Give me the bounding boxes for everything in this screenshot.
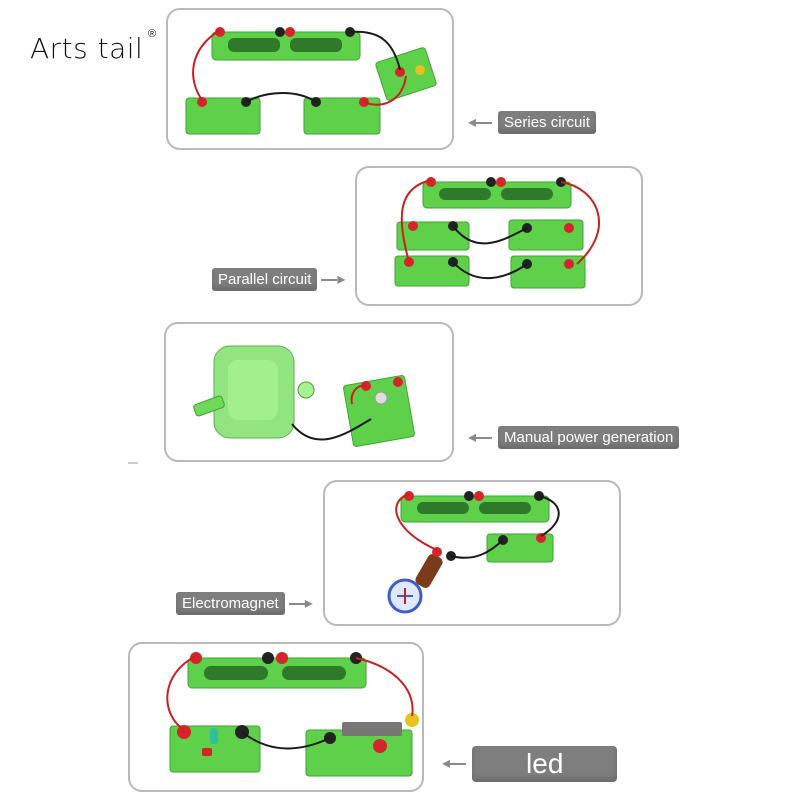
electromagnet-label: Electromagnet	[176, 592, 285, 615]
led-illustration	[166, 652, 419, 777]
parallel-circuit-callout: Parallel circuit ▸	[212, 268, 345, 291]
electromagnet-callout: Electromagnet ▸	[176, 592, 313, 615]
series-circuit-label: Series circuit	[498, 111, 596, 134]
arrow-right-icon: ▸	[337, 270, 346, 288]
arrow-left-icon: ◂	[468, 113, 477, 131]
arrow-right-icon: ▸	[304, 594, 313, 612]
manual-power-label: Manual power generation	[498, 426, 680, 449]
brand-logo: Arts tail ®	[30, 28, 170, 72]
series-circuit-illustration	[185, 27, 437, 135]
series-circuit-callout: ◂ Series circuit	[468, 111, 596, 134]
led-label: led	[472, 746, 618, 782]
series-circuit-panel	[166, 8, 454, 150]
parallel-circuit-panel	[355, 166, 643, 306]
electromagnet-illustration	[387, 491, 560, 614]
dash-mark	[128, 462, 138, 464]
manual-power-panel	[164, 322, 454, 462]
electromagnet-panel	[323, 480, 621, 626]
registered-mark: ®	[148, 28, 157, 40]
led-callout: ◂ led	[442, 746, 618, 782]
brand-name: Arts tail	[30, 32, 144, 65]
arrow-left-icon: ◂	[442, 755, 451, 772]
arrow-left-icon: ◂	[468, 428, 477, 446]
manual-power-illustration	[193, 345, 415, 447]
parallel-circuit-label: Parallel circuit	[212, 268, 318, 291]
manual-power-callout: ◂ Manual power generation	[468, 426, 680, 449]
parallel-circuit-illustration	[394, 177, 600, 289]
led-panel	[128, 642, 424, 792]
